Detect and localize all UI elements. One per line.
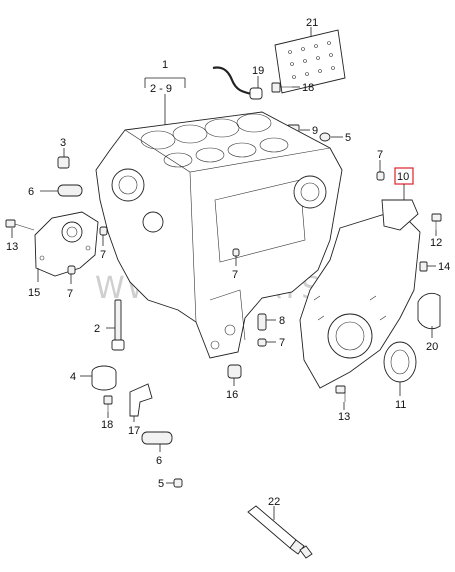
part-17-bracket[interactable] xyxy=(129,383,153,417)
part-7-dowel-e[interactable] xyxy=(232,248,240,257)
part-6-dowel-lower[interactable] xyxy=(141,431,173,445)
callout-13b: 13 xyxy=(338,411,350,423)
part-8-dowel[interactable] xyxy=(257,313,267,331)
callout-5: 5 xyxy=(158,478,164,490)
callout-16: 16 xyxy=(226,389,238,401)
part-10-bracket[interactable] xyxy=(381,199,419,231)
part-7-dowel-d[interactable] xyxy=(376,171,385,181)
callout-18a: 18 xyxy=(302,82,314,94)
callout-7e: 7 xyxy=(232,269,238,281)
callout-9: 9 xyxy=(312,125,318,137)
part-5-plug-lower[interactable] xyxy=(173,478,183,488)
callout-1: 1 xyxy=(162,59,168,71)
callout-18b: 18 xyxy=(101,419,113,431)
part-7-dowel-c[interactable] xyxy=(257,338,267,347)
part-3-plug[interactable] xyxy=(57,156,70,169)
part-13-screw-left[interactable] xyxy=(5,219,35,231)
part-14-screw[interactable] xyxy=(419,261,428,272)
part-20-bearing-shell[interactable] xyxy=(417,292,441,330)
callout-14: 14 xyxy=(438,261,450,273)
callout-15: 15 xyxy=(28,287,40,299)
callout-7a: 7 xyxy=(100,249,106,261)
part-5-plug-upper[interactable] xyxy=(319,132,331,142)
callout-22: 22 xyxy=(268,496,280,508)
part-6-dowel-upper[interactable] xyxy=(57,184,83,197)
callout-6a: 6 xyxy=(28,186,34,198)
part-15-side-cover[interactable] xyxy=(34,211,99,277)
callout-8: 8 xyxy=(279,315,285,327)
callout-20: 20 xyxy=(426,341,438,353)
part-21-gasket[interactable] xyxy=(274,29,346,94)
callout-7b: 7 xyxy=(67,288,73,300)
callout-7c: 7 xyxy=(279,337,285,349)
callout-11: 11 xyxy=(395,399,406,411)
callout-17: 17 xyxy=(128,425,140,437)
part-12-screw[interactable] xyxy=(431,213,442,230)
callout-1-range: 2 - 9 xyxy=(150,83,172,95)
callout-3: 3 xyxy=(60,137,66,149)
callout-4: 4 xyxy=(70,371,76,383)
callout-1-bracket xyxy=(144,77,186,125)
callout-21: 21 xyxy=(306,17,318,29)
part-7-dowel-b[interactable] xyxy=(67,265,76,275)
part-rear-cover[interactable] xyxy=(299,209,421,389)
part-1-engine-block[interactable] xyxy=(95,111,343,359)
callout-19: 19 xyxy=(252,65,264,77)
part-11-seal-ring[interactable] xyxy=(383,341,417,383)
part-18-screw-lower[interactable] xyxy=(103,395,113,412)
callout-2: 2 xyxy=(94,323,100,335)
part-18-screw-top[interactable] xyxy=(271,82,292,93)
part-16-plug[interactable] xyxy=(227,364,242,379)
part-4-cap[interactable] xyxy=(91,365,117,391)
part-19-oil-pipe[interactable] xyxy=(212,66,263,100)
callout-7d: 7 xyxy=(377,149,383,161)
part-13-screw-lower[interactable] xyxy=(335,385,346,402)
callout-12: 12 xyxy=(430,237,442,249)
callout-13a: 13 xyxy=(6,241,18,253)
callout-10: 10 xyxy=(397,171,409,183)
callout-5b: 5 xyxy=(345,132,351,144)
part-22-sealant-tube[interactable] xyxy=(247,505,313,559)
part-7-dowel-a[interactable] xyxy=(99,226,108,236)
part-2-bolt[interactable] xyxy=(111,299,125,351)
callout-6b: 6 xyxy=(156,455,162,467)
